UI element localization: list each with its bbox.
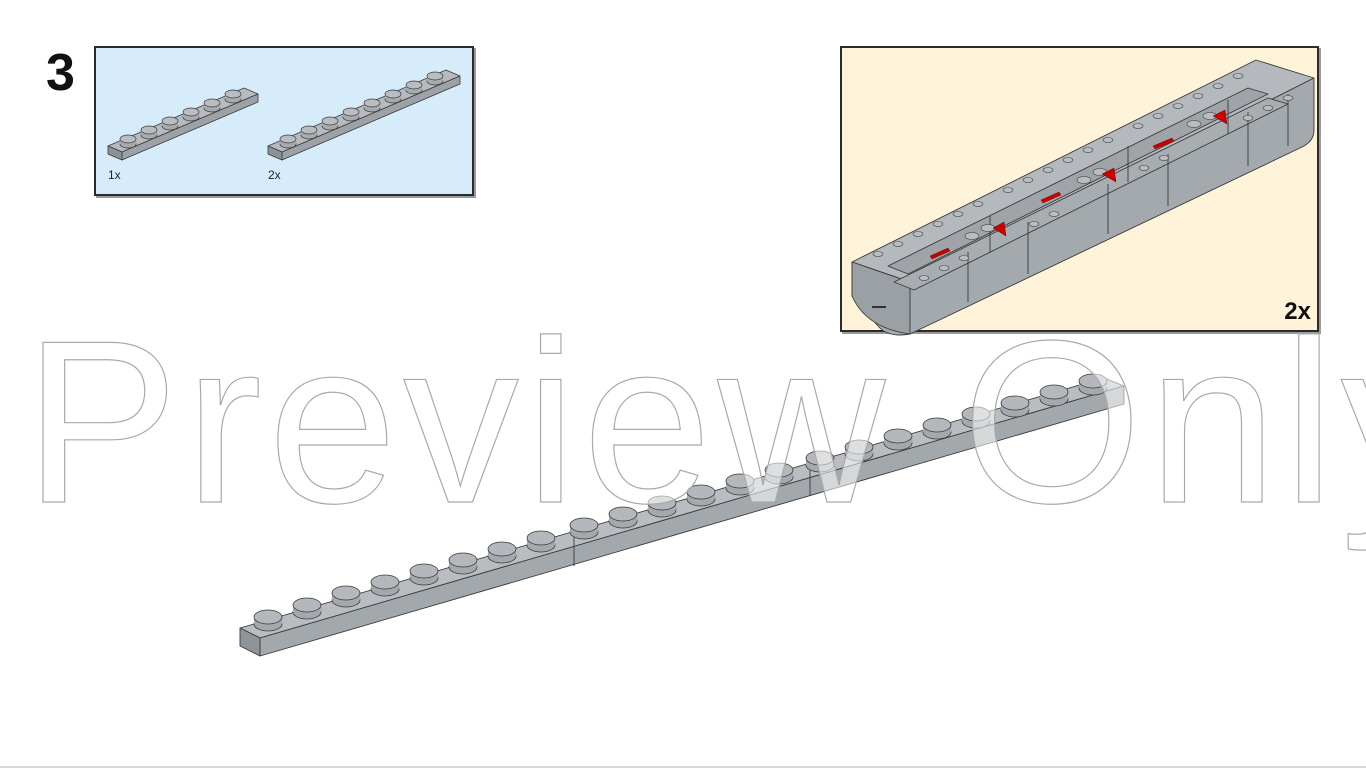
part-quantity-1x8: 2x xyxy=(268,168,281,182)
part-quantity-1x6: 1x xyxy=(108,168,121,182)
submodel-callout-box: 2x xyxy=(840,46,1319,336)
parts-list-box: 1x 2x xyxy=(94,46,474,196)
step-number: 3 xyxy=(46,44,75,102)
submodel-quantity: 2x xyxy=(1284,298,1311,325)
plate-1x6-icon xyxy=(107,87,259,161)
main-assembly-plate-strip xyxy=(239,373,1125,657)
submodel-assembly-icon xyxy=(851,59,1315,336)
plate-1x8-icon xyxy=(267,69,461,161)
bottom-divider xyxy=(0,766,1366,768)
